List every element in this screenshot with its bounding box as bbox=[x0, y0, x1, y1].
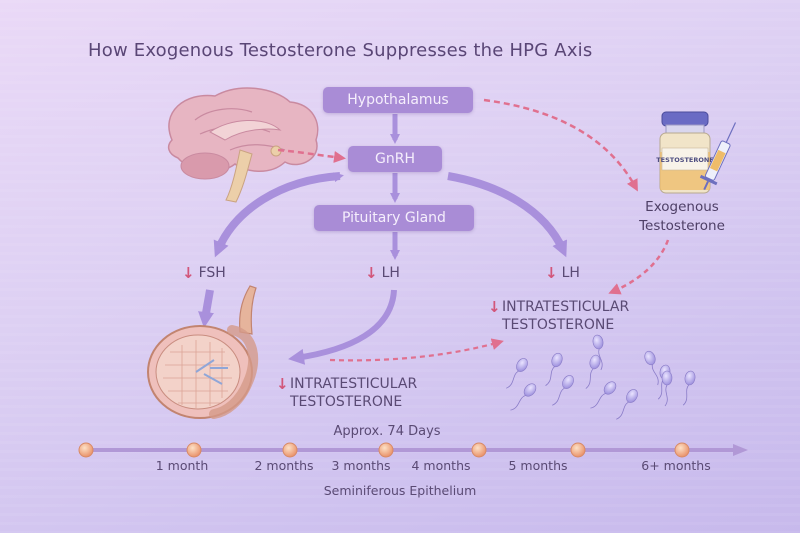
timeline-caption-bottom: Seminiferous Epithelium bbox=[323, 483, 477, 498]
lh-center-label: ↓ LH bbox=[365, 264, 400, 282]
timeline-dot bbox=[570, 442, 586, 458]
fsh-label: ↓ FSH bbox=[182, 264, 226, 282]
timeline-dot bbox=[186, 442, 202, 458]
timeline-dot bbox=[471, 442, 487, 458]
syringe-icon bbox=[699, 122, 737, 191]
timeline bbox=[78, 442, 748, 458]
itt-right-line1: INTRATESTICULAR bbox=[502, 299, 630, 315]
arrow-fsh-testis bbox=[198, 289, 214, 328]
exogenous-line1: Exogenous bbox=[645, 199, 719, 215]
fsh-text: FSH bbox=[198, 265, 226, 281]
lh-right-label: ↓ LH bbox=[545, 264, 580, 282]
testosterone-vial-icon: TESTOSTERONE bbox=[656, 111, 714, 194]
hypothalamus-node: Hypothalamus bbox=[323, 87, 473, 113]
testis-illustration bbox=[147, 285, 259, 419]
gnrh-node: GnRH bbox=[348, 146, 442, 172]
sperm-cell bbox=[510, 383, 537, 411]
sperm-cell bbox=[506, 358, 528, 389]
lh-right-text: LH bbox=[561, 265, 580, 281]
sperm-cell bbox=[661, 370, 673, 407]
sperm-cell bbox=[590, 381, 617, 409]
dashed-arrow-testis-itt bbox=[329, 338, 504, 362]
dashed-arrow-exogenous-itt bbox=[608, 239, 670, 295]
intratesticular-testosterone-right: ↓ INTRATESTICULAR TESTOSTERONE bbox=[488, 298, 630, 334]
timeline-milestone: 4 months bbox=[411, 458, 471, 473]
pituitary-gland-node: Pituitary Gland bbox=[314, 205, 474, 231]
exogenous-testosterone-label: Exogenous Testosterone bbox=[612, 198, 752, 236]
decrease-arrow-icon: ↓ bbox=[276, 375, 289, 393]
sperm-cell bbox=[644, 350, 659, 386]
timeline-milestone: 6+ months bbox=[641, 458, 711, 473]
sperm-cell bbox=[592, 334, 604, 371]
itt-right-line2: TESTOSTERONE bbox=[502, 317, 615, 333]
intratesticular-testosterone-left: ↓ INTRATESTICULAR TESTOSTERONE bbox=[276, 375, 418, 411]
decrease-arrow-icon: ↓ bbox=[182, 264, 195, 282]
timeline-dot bbox=[282, 442, 298, 458]
itt-left-line1: INTRATESTICULAR bbox=[290, 376, 418, 392]
timeline-arrowhead bbox=[733, 444, 748, 456]
decrease-arrow-icon: ↓ bbox=[545, 264, 558, 282]
timeline-dot bbox=[378, 442, 394, 458]
sperm-cell bbox=[585, 354, 601, 389]
arrow-lh-testis bbox=[288, 289, 397, 365]
decrease-arrow-icon: ↓ bbox=[365, 264, 378, 282]
sperm-cells-illustration bbox=[506, 334, 696, 420]
timeline-milestone: 5 months bbox=[508, 458, 568, 473]
timeline-milestone: 2 months bbox=[254, 458, 314, 473]
sperm-cell bbox=[552, 375, 574, 406]
page-title: How Exogenous Testosterone Suppresses th… bbox=[88, 40, 593, 61]
arrow-to-lh-right bbox=[447, 172, 568, 258]
timeline-dot bbox=[674, 442, 690, 458]
sperm-cell bbox=[682, 370, 696, 406]
arrow-feedback-gnrh bbox=[299, 172, 344, 186]
dashed-arrow-brain-gnrh bbox=[277, 148, 346, 163]
itt-left-line2: TESTOSTERONE bbox=[290, 394, 403, 410]
lh-center-text: LH bbox=[381, 265, 400, 281]
exogenous-line2: Testosterone bbox=[639, 218, 725, 234]
timeline-milestone: 3 months bbox=[331, 458, 391, 473]
vial-label: TESTOSTERONE bbox=[656, 156, 713, 164]
decrease-arrow-icon: ↓ bbox=[488, 298, 501, 316]
timeline-caption-top: Approx. 74 Days bbox=[333, 424, 441, 439]
timeline-milestone: 1 month bbox=[155, 458, 209, 473]
sperm-cell bbox=[616, 389, 638, 420]
timeline-dot bbox=[78, 442, 94, 458]
dashed-arrow-to-exogenous bbox=[483, 98, 638, 192]
sperm-cell bbox=[545, 352, 563, 386]
